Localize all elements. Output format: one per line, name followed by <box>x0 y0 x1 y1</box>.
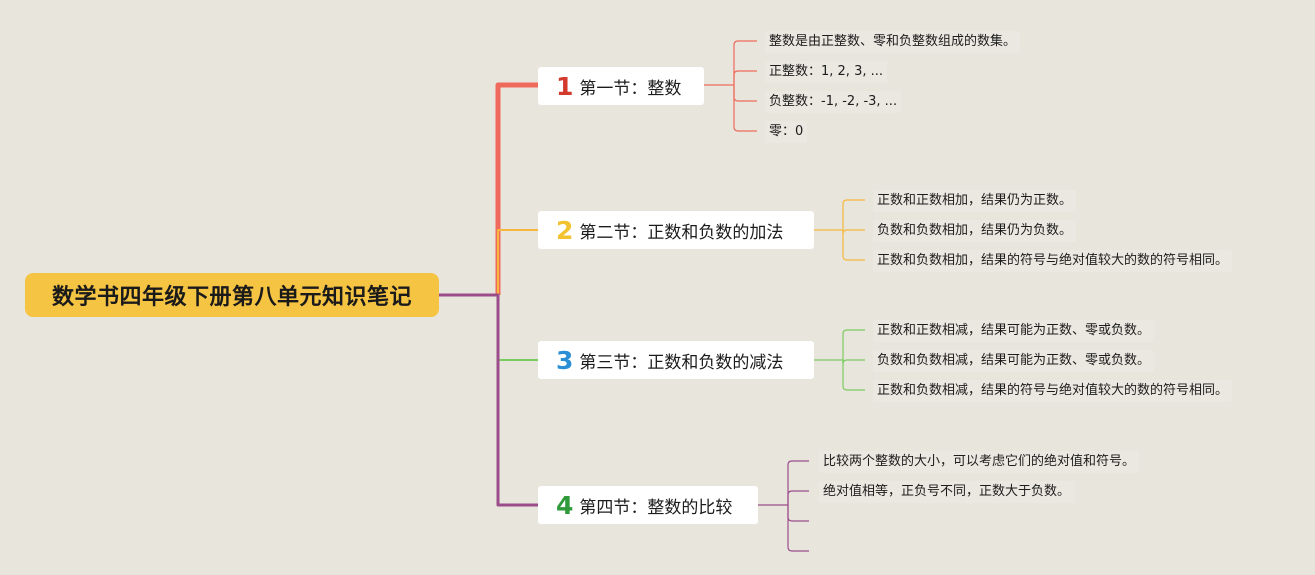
section-number-2: 2 <box>556 215 574 245</box>
connector-leaf-4-1 <box>787 460 809 505</box>
leaf-4-1[interactable]: 比较两个整数的大小，可以考虑它们的绝对值和符号。 <box>819 451 1140 473</box>
section-number-4: 4 <box>556 490 574 520</box>
leaf-2-2[interactable]: 负数和负数相加，结果仍为负数。 <box>873 220 1077 242</box>
connector-leaf-3-1 <box>842 329 865 360</box>
connector-leaf-2-1 <box>842 199 865 230</box>
connector-root-section-3 <box>497 295 538 361</box>
connector-leaf-4-2 <box>787 490 809 505</box>
connector-leaf-1-4 <box>733 85 757 132</box>
section-number-3: 3 <box>556 345 574 375</box>
leaf-3-2[interactable]: 负数和负数相减，结果可能为正数、零或负数。 <box>873 350 1155 372</box>
branch-section-3[interactable]: 3 第三节：正数和负数的减法 <box>538 341 814 379</box>
leaf-3-3[interactable]: 正数和负数相减，结果的符号与绝对值较大的数的符号相同。 <box>873 380 1233 402</box>
connector-leaf-3-3 <box>842 360 865 391</box>
connector-leaf-1-2 <box>733 70 757 85</box>
branch-section-4[interactable]: 4 第四节：整数的比较 <box>538 486 758 524</box>
leaf-1-1[interactable]: 整数是由正整数、零和负整数组成的数集。 <box>765 31 1021 53</box>
root-title: 数学书四年级下册第八单元知识笔记 <box>51 285 412 310</box>
connector-root-section-1 <box>495 82 538 295</box>
connector-root-section-2 <box>497 229 538 295</box>
root-topic[interactable]: 数学书四年级下册第八单元知识笔记 <box>25 273 439 317</box>
connector-leaf-2-2 <box>842 229 865 235</box>
connector-leaf-4-3 <box>787 505 809 522</box>
section-label-4: 第四节：整数的比较 <box>579 497 733 518</box>
leaf-2-1[interactable]: 正数和正数相加，结果仍为正数。 <box>873 190 1077 212</box>
leaf-3-1[interactable]: 正数和正数相减，结果可能为正数、零或负数。 <box>873 320 1155 342</box>
branch-section-2[interactable]: 2 第二节：正数和负数的加法 <box>538 211 814 249</box>
connector-leaf-1-3 <box>733 85 757 102</box>
connector-leaf-1-1 <box>733 40 757 85</box>
section-label-3: 第三节：正数和负数的减法 <box>579 352 784 373</box>
connector-leaf-3-2 <box>842 359 865 365</box>
leaf-4-2[interactable]: 绝对值相等，正负号不同，正数大于负数。 <box>819 481 1075 503</box>
leaf-1-2[interactable]: 正整数：1, 2, 3, ... <box>765 61 888 83</box>
section-label-2: 第二节：正数和负数的加法 <box>579 222 784 243</box>
leaf-2-3[interactable]: 正数和负数相加，结果的符号与绝对值较大的数的符号相同。 <box>873 250 1233 272</box>
branch-section-1[interactable]: 1 第一节：整数 <box>538 67 704 105</box>
section-label-1: 第一节：整数 <box>579 78 682 99</box>
section-number-1: 1 <box>556 71 574 101</box>
connector-root-section-4 <box>439 293 538 507</box>
leaf-1-4[interactable]: 零：0 <box>765 121 808 143</box>
leaf-1-3[interactable]: 负整数：-1, -2, -3, ... <box>765 91 902 113</box>
connector-leaf-4-4 <box>787 505 809 552</box>
connector-leaf-2-3 <box>842 230 865 261</box>
